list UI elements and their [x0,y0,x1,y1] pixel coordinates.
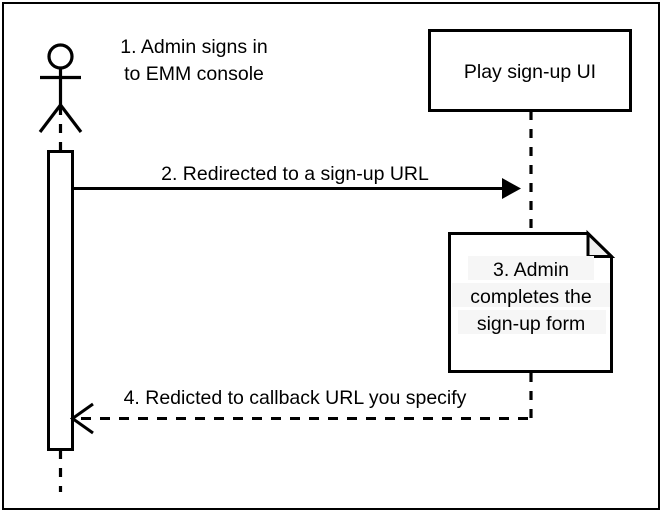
message-4-arrowhead-icon [69,402,94,435]
actor-head-icon [47,43,74,70]
note-line2-bg [452,283,610,307]
note-text-line-2: completes the [470,286,591,308]
annotation-1-line-2: to EMM console [124,63,264,85]
note-text-line-1: 3. Admin [493,259,569,281]
note-admin-completes-signup-form: 3. Admin completes the sign-up form [448,229,616,373]
message-2-label: 2. Redirected to a sign-up URL [161,163,429,185]
annotation-1-line-1: 1. Admin signs in [120,36,267,58]
participant-label-play-signup-ui: Play sign-up UI [464,61,596,83]
actor-leg-left-icon [38,104,62,133]
note-text-line-3: sign-up form [477,313,585,335]
actor-leg-right-icon [59,104,83,133]
note-line3-bg [458,310,606,334]
note-line1-bg [468,256,594,280]
participant-box-play-signup-ui[interactable] [428,29,632,112]
activation-bar-admin [47,150,74,451]
message-4-label: 4. Redicted to callback URL you specify [124,387,467,409]
participant-admin[interactable] [38,43,83,133]
note-fold-corner-icon [586,229,616,258]
message-2-arrowhead-icon [502,178,521,199]
